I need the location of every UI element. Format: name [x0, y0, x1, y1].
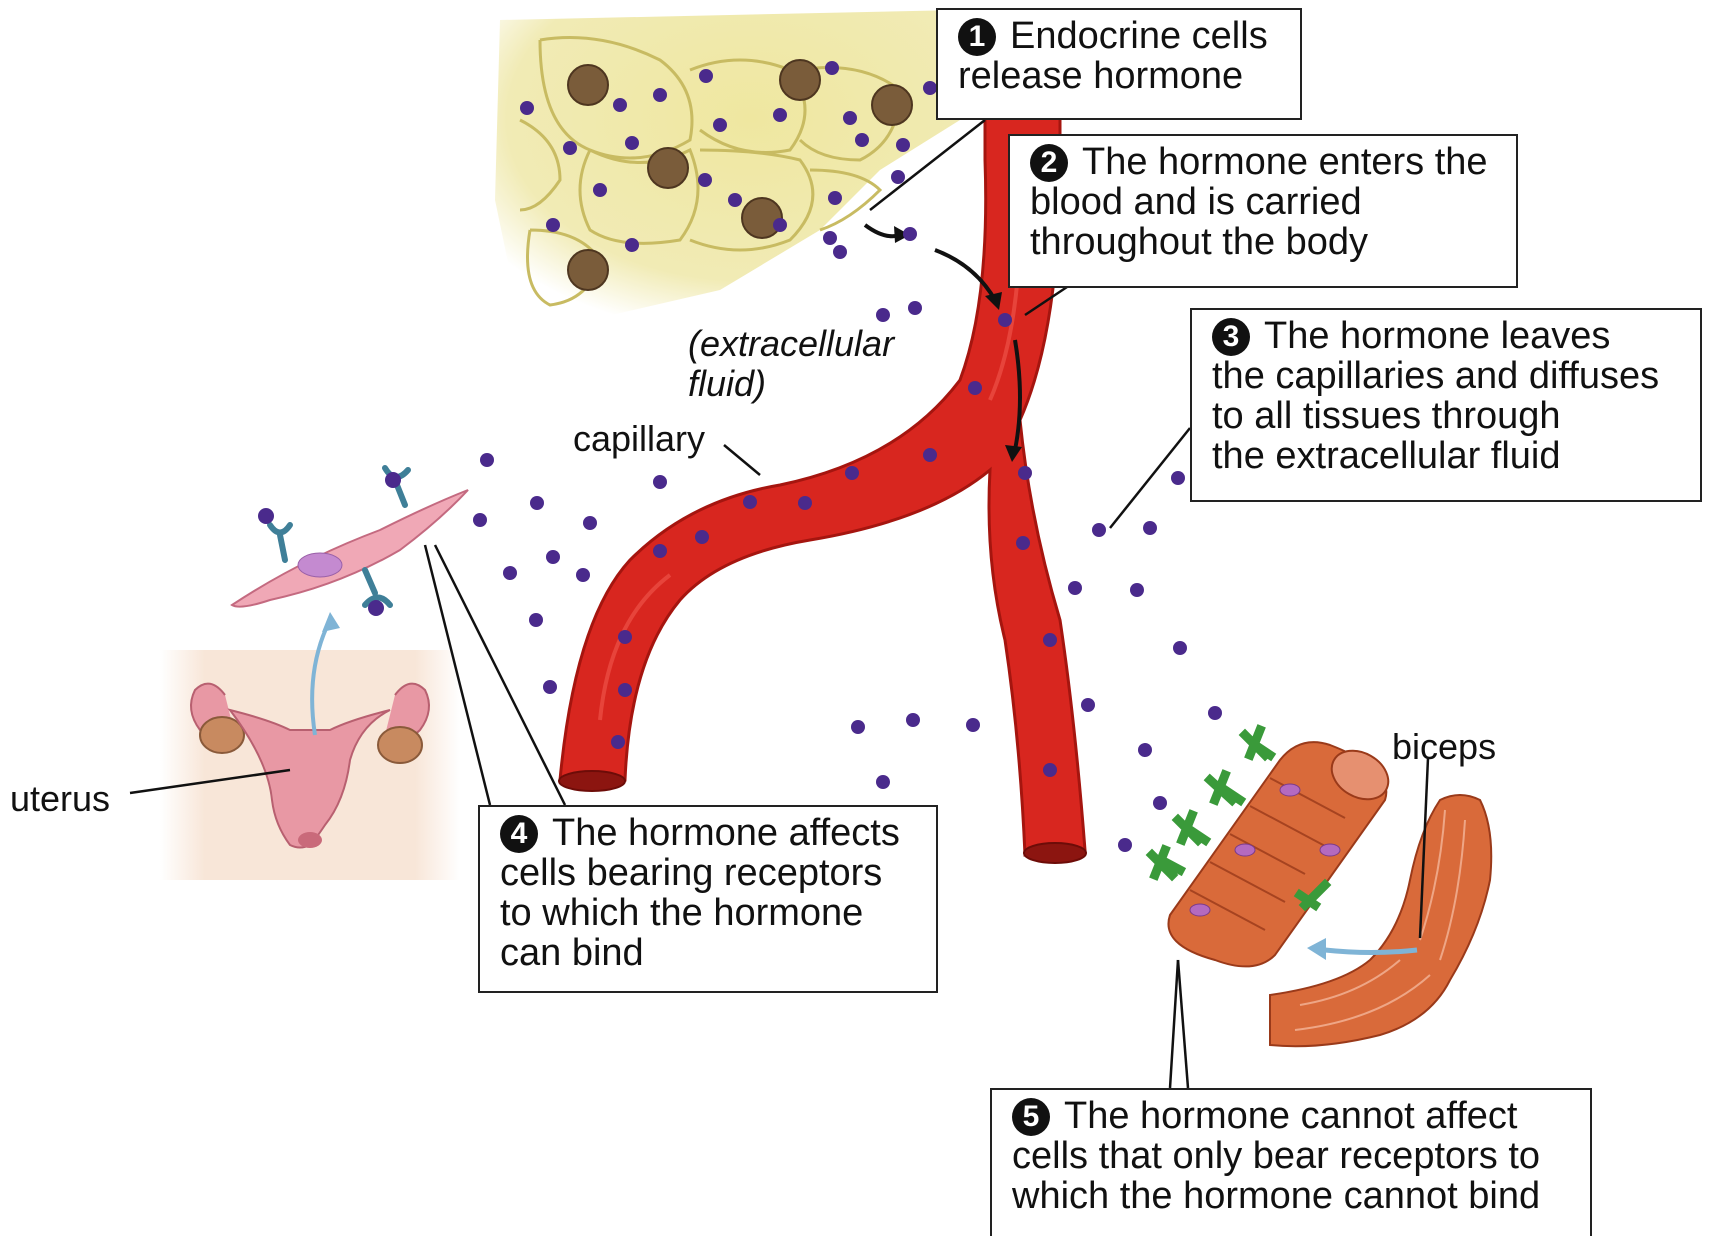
step-2-line-2: blood and is carried [1030, 182, 1502, 222]
extracellular-fluid-label: (extracellular fluid) [688, 324, 894, 404]
uterus-arrow-head [322, 612, 340, 632]
uterus-label: uterus [10, 778, 110, 820]
step-4-callout: 4 The hormone affects cells bearing recep… [478, 805, 938, 993]
capillary-label: capillary [573, 418, 705, 460]
step-1-line-2: release hormone [958, 56, 1286, 96]
step-3-line-2: the capillaries and diffuses [1212, 356, 1686, 396]
step-2-callout: 2 The hormone enters the blood and is car… [1008, 134, 1518, 288]
biceps-label: biceps [1392, 726, 1496, 768]
step-5-callout: 5 The hormone cannot affect cells that on… [990, 1088, 1592, 1236]
muscle-cell-with-receptors [1152, 730, 1397, 966]
step-2-line-1: The hormone enters the [1082, 141, 1488, 183]
step-4-line-1: The hormone affects [552, 812, 900, 854]
step-5-number: 5 [1012, 1098, 1050, 1136]
step-2-line-3: throughout the body [1030, 222, 1502, 262]
step-4-line-3: to which the hormone [500, 893, 922, 933]
step-3-line-1: The hormone leaves [1264, 315, 1610, 357]
step-1-number: 1 [958, 18, 996, 56]
uterus-illustration [160, 650, 460, 880]
endocrine-cells [495, 10, 960, 320]
step-1-callout: 1 Endocrine cells release hormone [936, 8, 1302, 120]
target-cell-with-receptors [232, 468, 468, 616]
step-3-number: 3 [1212, 318, 1250, 356]
step-3-callout: 3 The hormone leaves the capillaries and … [1190, 308, 1702, 502]
step-4-number: 4 [500, 815, 538, 853]
step-5-line-2: cells that only bear receptors to [1012, 1136, 1576, 1176]
step-3-line-3: to all tissues through [1212, 396, 1686, 436]
step-2-number: 2 [1030, 144, 1068, 182]
step-3-line-4: the extracellular fluid [1212, 436, 1686, 476]
extracellular-fluid-line-1: (extracellular [688, 324, 894, 364]
step-4-line-4: can bind [500, 933, 922, 973]
step-5-line-3: which the hormone cannot bind [1012, 1176, 1576, 1216]
step-1-line-1: Endocrine cells [1010, 15, 1268, 57]
step-5-line-1: The hormone cannot affect [1064, 1095, 1517, 1137]
step-4-line-2: cells bearing receptors [500, 853, 922, 893]
extracellular-fluid-line-2: fluid) [688, 364, 894, 404]
